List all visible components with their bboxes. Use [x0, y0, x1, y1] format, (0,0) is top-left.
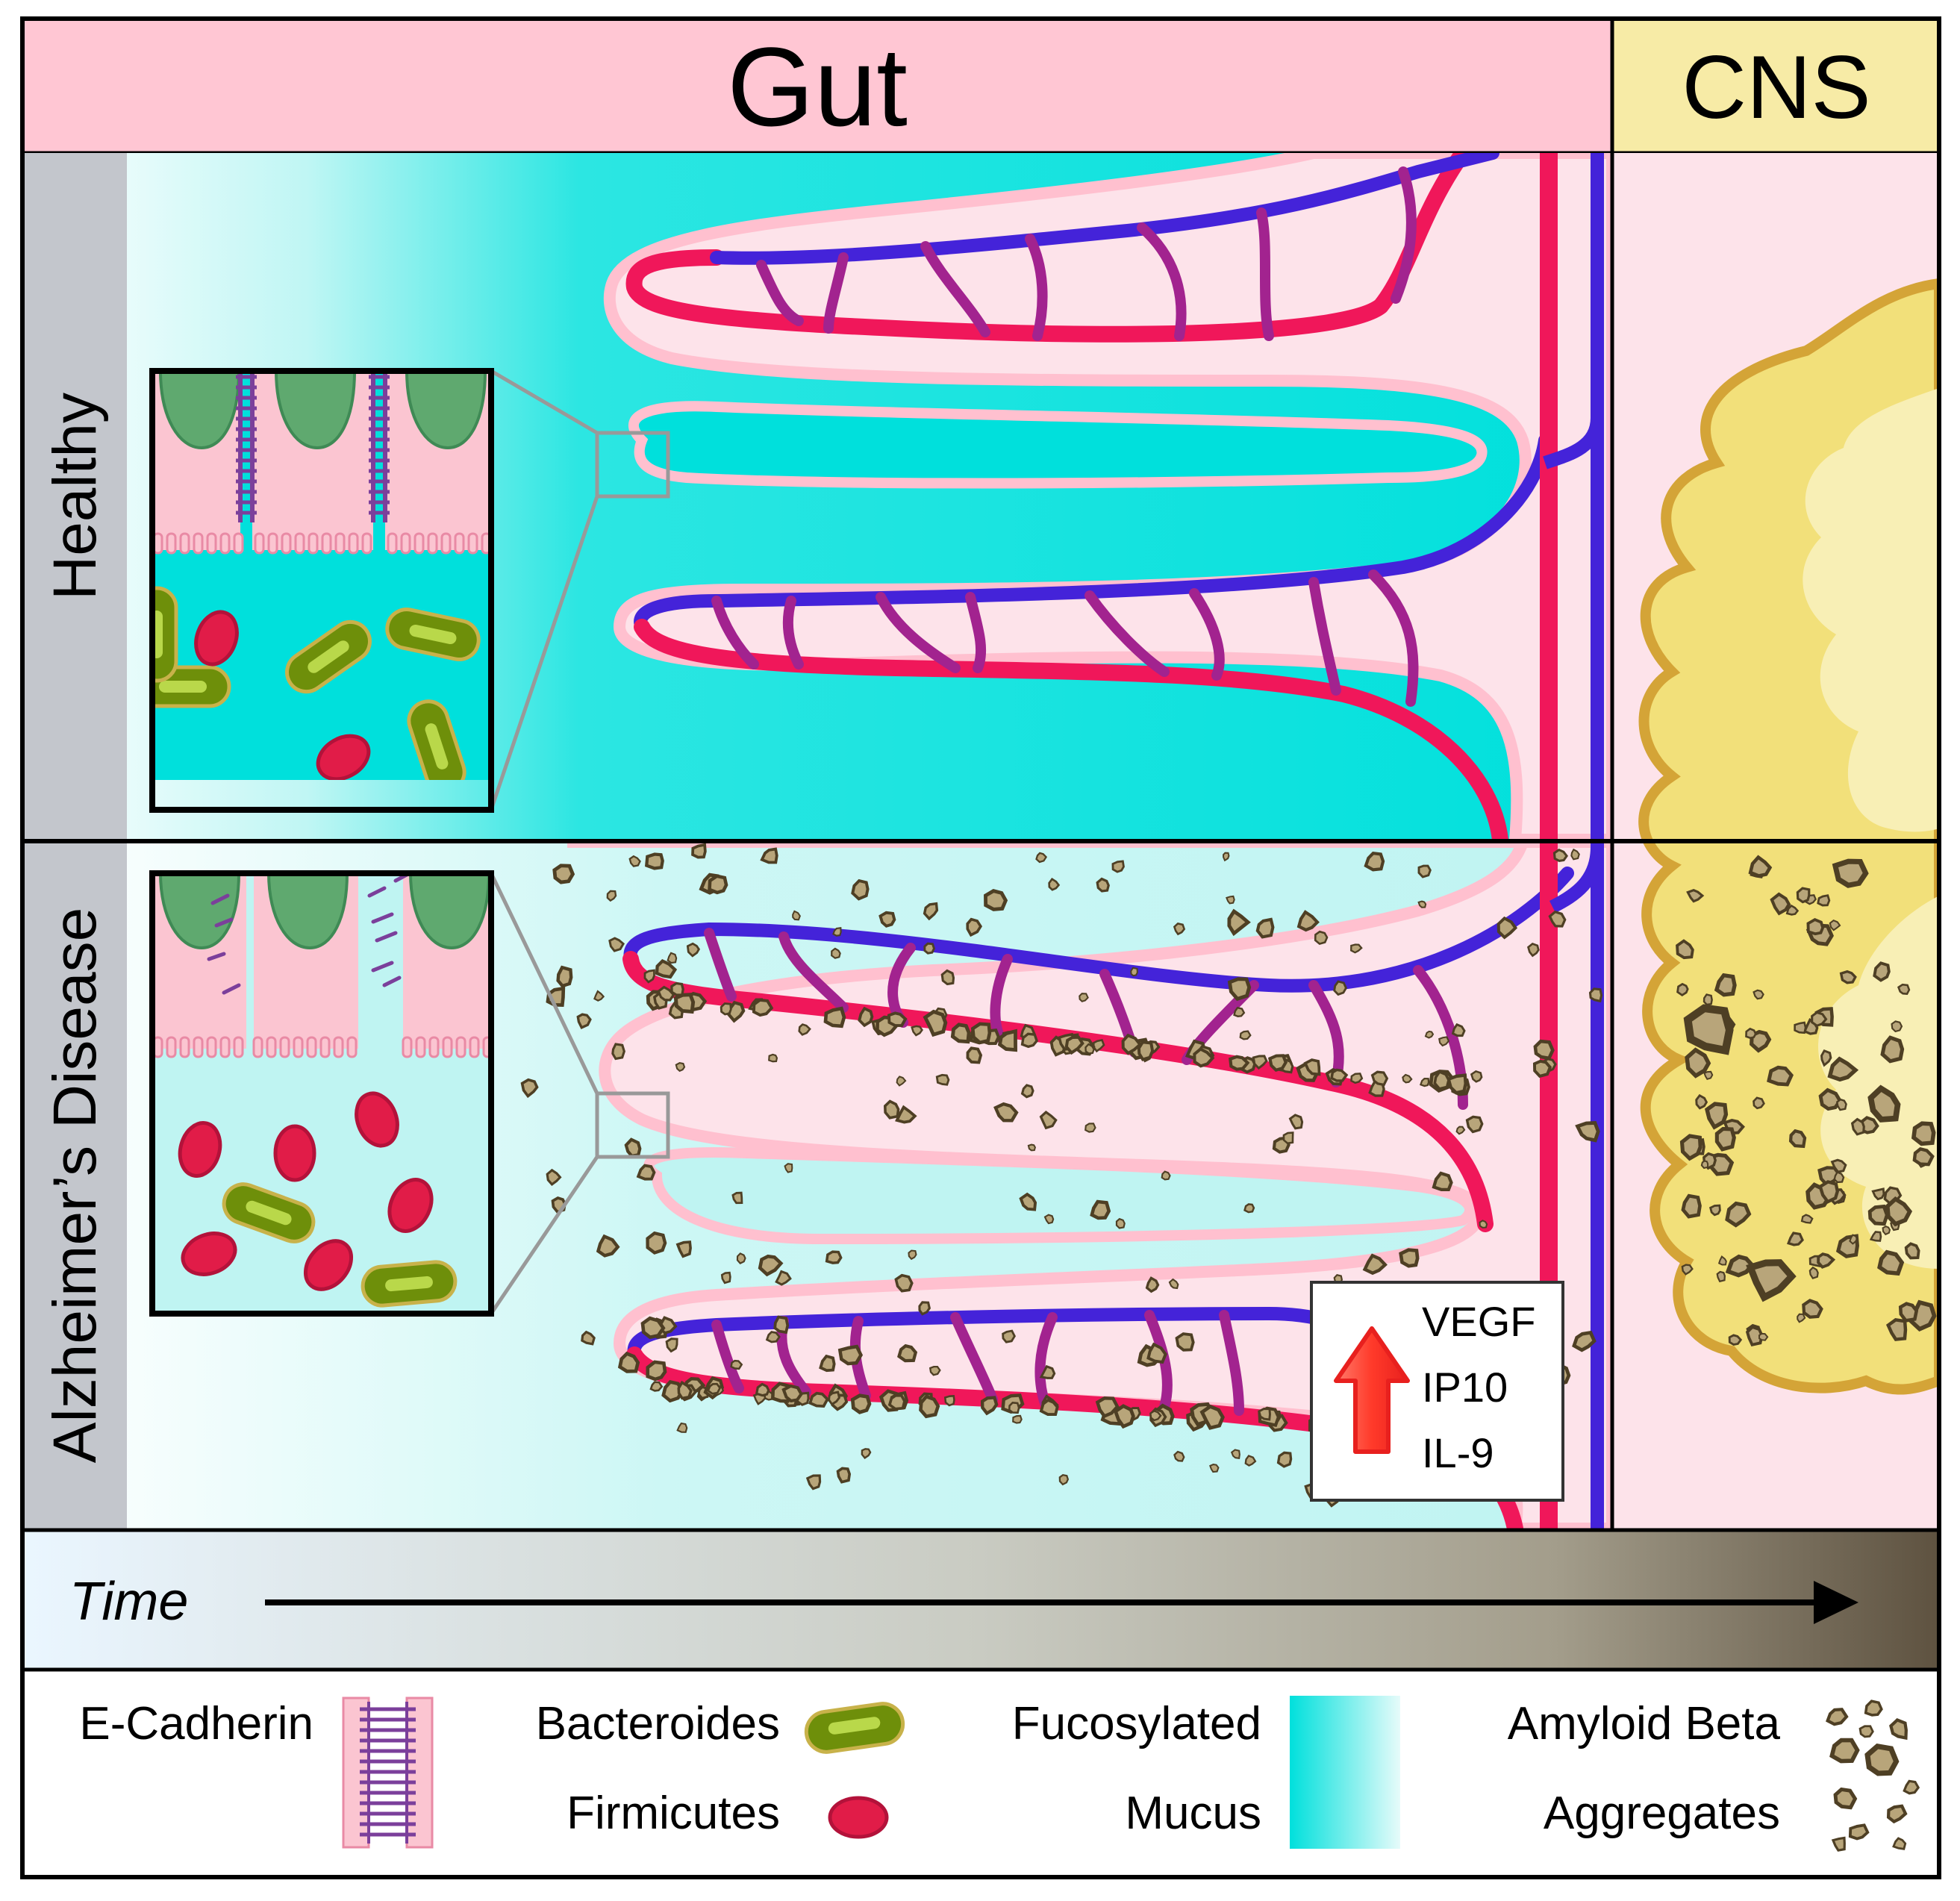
- legend: E-Cadherin Bacteroides Firmicutes Fucosy…: [79, 1696, 1920, 1852]
- time-arrow-head-icon: [1814, 1581, 1858, 1624]
- legend-bacteroides-label: Bacteroides: [536, 1698, 780, 1749]
- firmicutes-icon: [828, 1796, 889, 1839]
- marker-il9: IL-9: [1422, 1429, 1494, 1476]
- bacteroides-icon: [804, 1702, 905, 1754]
- amyloid-aggregates-icon: [1826, 1699, 1920, 1852]
- fucosylated-mucus-swatch: [1290, 1696, 1400, 1849]
- marker-ip10: IP10: [1422, 1364, 1508, 1411]
- legend-amyloid-label: Amyloid Beta: [1508, 1698, 1781, 1749]
- gut-title: Gut: [727, 24, 908, 149]
- ad-zoom-inset: [149, 870, 670, 1317]
- legend-fucosylated-label: Fucosylated: [1012, 1698, 1261, 1749]
- ecadherin-icon: [342, 1696, 434, 1849]
- legend-firmicutes-label: Firmicutes: [567, 1788, 780, 1839]
- time-label: Time: [69, 1572, 188, 1632]
- healthy-zoom-inset: [149, 368, 670, 813]
- legend-mucus-label: Mucus: [1125, 1788, 1261, 1839]
- brain-white-matter-healthy: [1803, 388, 1939, 832]
- cns-header: [1610, 16, 1941, 155]
- legend-ecadherin-label: E-Cadherin: [79, 1698, 313, 1749]
- increase-arrow-icon: [1334, 1326, 1410, 1454]
- markers-box: VEGF IP10 IL-9: [1310, 1281, 1564, 1502]
- ad-row-label: Alzheimer’s Disease: [41, 908, 109, 1463]
- ad-label-strip: [22, 842, 127, 1529]
- marker-vegf: VEGF: [1422, 1298, 1535, 1345]
- figure-border: [20, 16, 1941, 1879]
- cns-title: CNS: [1682, 37, 1870, 137]
- healthy-row-label: Healthy: [41, 393, 109, 600]
- healthy-label-strip: [22, 153, 127, 840]
- gut-header: [20, 16, 1614, 155]
- legend-aggregates-label: Aggregates: [1544, 1788, 1780, 1839]
- amyloid-aggregates-brain: [1676, 855, 1937, 1347]
